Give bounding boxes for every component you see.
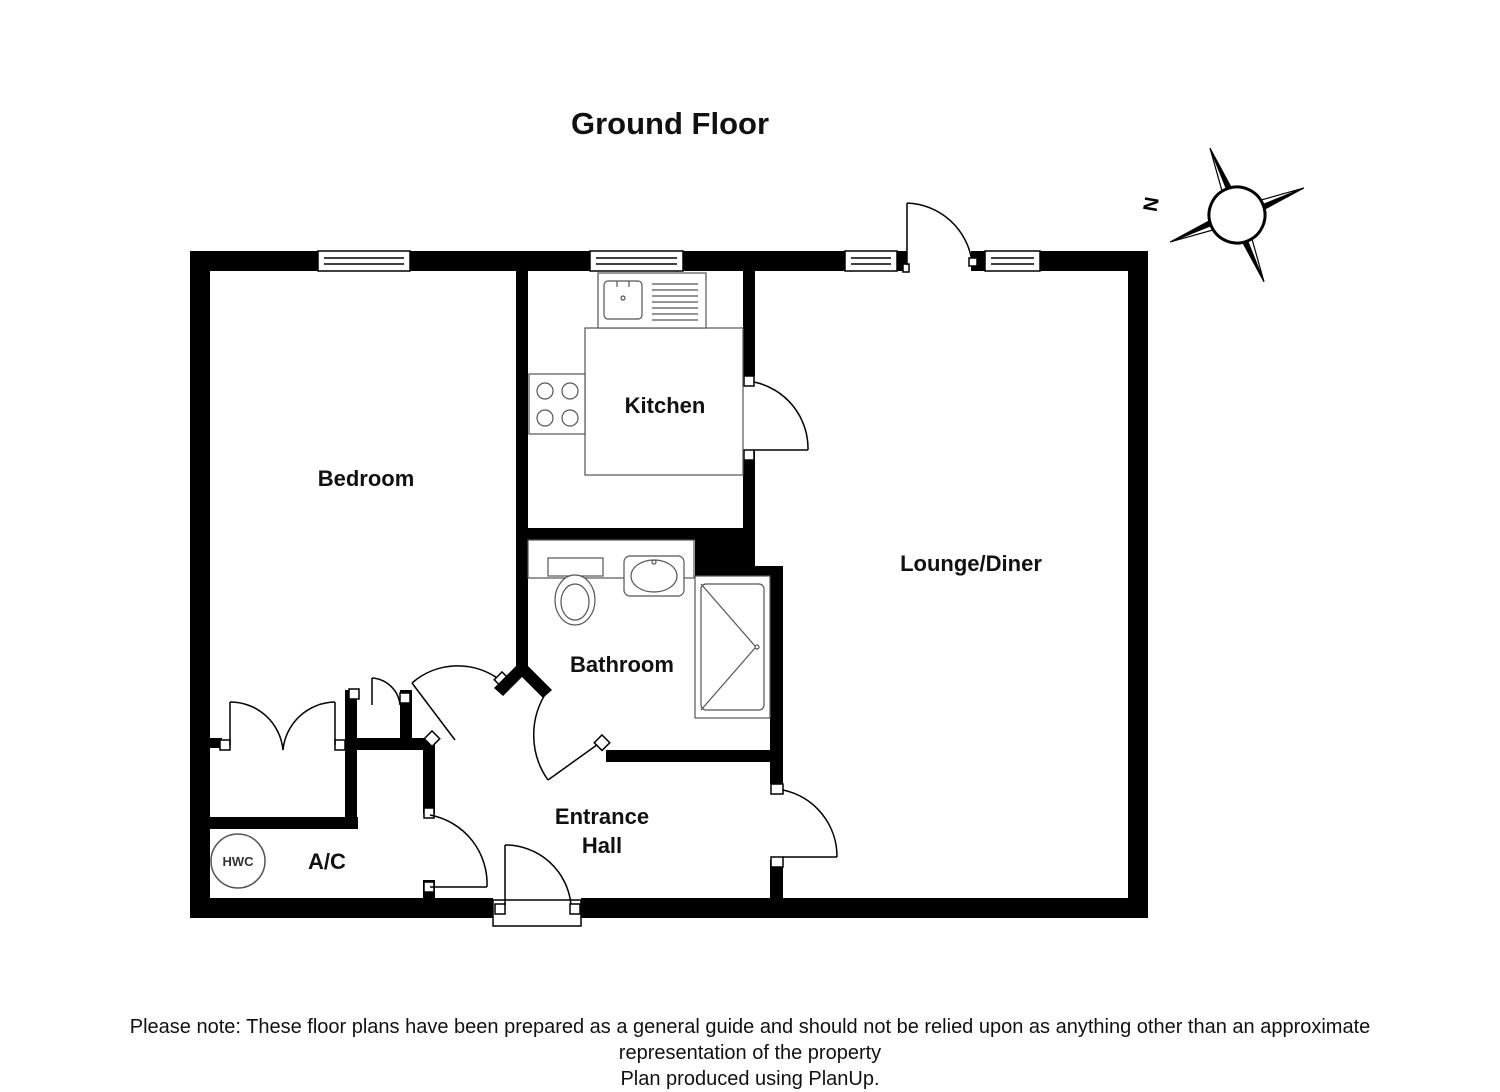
page-title: Ground Floor — [570, 106, 770, 141]
door-ac — [423, 807, 488, 893]
room-label-entrance: Entrance — [555, 804, 649, 829]
room-label-ac: A/C — [308, 849, 346, 874]
angled-wall-pieces — [494, 666, 552, 698]
wardrobe-doors — [219, 701, 346, 751]
hwc-label: HWC — [222, 854, 254, 869]
windows — [317, 250, 1041, 272]
room-label-lounge: Lounge/Diner — [900, 551, 1042, 576]
hob — [528, 373, 586, 435]
toilet-cistern — [547, 557, 604, 577]
door-hall-cupboard — [348, 677, 411, 706]
room-label-bathroom: Bathroom — [570, 652, 674, 677]
room-label-hall: Hall — [582, 833, 622, 858]
toilet-bowl — [554, 574, 596, 626]
shower-tray — [694, 575, 771, 719]
outer-walls — [190, 251, 1148, 918]
compass-rose-icon — [1169, 147, 1305, 283]
window-lounge-right — [984, 250, 1041, 272]
hwc-icon — [210, 833, 266, 889]
door-bedroom — [411, 665, 511, 748]
basin — [623, 555, 685, 597]
window-bedroom — [317, 250, 411, 272]
disclaimer-line-2: representation of the property — [618, 1042, 882, 1064]
disclaimer-line-3: Plan produced using PlanUp. — [620, 1068, 880, 1090]
door-kitchen — [743, 375, 809, 461]
door-lounge-hall — [770, 783, 838, 868]
disclaimer-line-1: Please note: These floor plans have been… — [129, 1016, 1371, 1038]
room-label-bedroom: Bedroom — [318, 466, 415, 491]
door-bathroom — [532, 689, 611, 781]
bathroom-fixtures — [527, 539, 771, 719]
door-front — [492, 844, 582, 927]
floor-plan: N Bedroom Kitchen Lounge/Diner Bathroom … — [190, 147, 1305, 927]
room-label-kitchen: Kitchen — [625, 393, 706, 418]
compass-north-label: N — [1138, 195, 1162, 213]
kitchen-fixtures — [528, 272, 744, 476]
interior-walls — [210, 271, 783, 898]
doors — [219, 202, 978, 927]
disclaimer-notes: Please note: These floor plans have been… — [0, 1014, 1500, 1092]
window-kitchen — [589, 250, 684, 272]
window-lounge-left — [844, 250, 898, 272]
door-french-lounge — [902, 202, 978, 273]
